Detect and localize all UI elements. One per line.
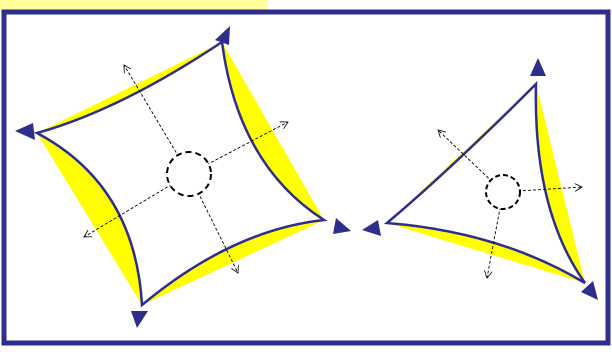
corner-arrow-top xyxy=(215,26,230,45)
four-corner-star xyxy=(15,26,351,328)
fill-band-bottom xyxy=(142,220,324,305)
curve-outline xyxy=(383,80,587,285)
fill-band-right xyxy=(535,84,585,283)
center-circle xyxy=(166,151,212,197)
corner-arrow-bottom xyxy=(581,281,598,300)
spoke-down xyxy=(188,173,238,273)
frame-highlight xyxy=(0,0,268,12)
spoke-down xyxy=(487,191,504,278)
fill-band-bottom xyxy=(387,223,585,283)
spoke-right xyxy=(502,187,582,193)
fill-band-top xyxy=(37,42,222,133)
spoke-right xyxy=(188,122,288,175)
corner-arrow-left xyxy=(15,123,35,140)
fill-band-upper-left xyxy=(387,84,536,223)
frame-border xyxy=(1,9,611,346)
fill-band-left xyxy=(37,133,142,305)
corner-arrow-right xyxy=(333,218,351,234)
curve-outline xyxy=(33,39,328,308)
corner-arrow-left xyxy=(362,220,381,236)
corner-arrow-bottom xyxy=(131,311,148,328)
corner-arrow-top xyxy=(530,58,546,76)
center-circle xyxy=(485,174,521,210)
fill-band-right xyxy=(222,42,324,220)
three-corner-star xyxy=(362,58,598,300)
